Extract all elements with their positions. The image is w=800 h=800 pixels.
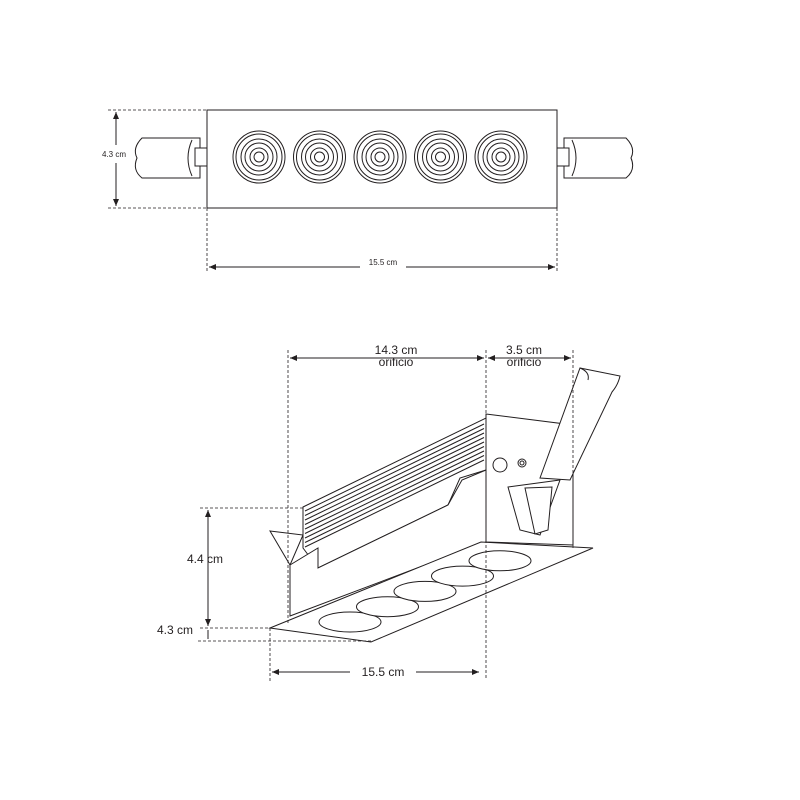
top-width-label: 15.5 cm	[369, 258, 398, 267]
iso-width-label: 15.5 cm	[362, 665, 405, 679]
top-height-label: 4.3 cm	[102, 150, 126, 159]
heatsink-fin	[304, 432, 485, 521]
heatsink-fin	[304, 446, 485, 534]
clip-depth-sub: orificio	[507, 355, 542, 369]
heatsink-fin	[304, 428, 485, 516]
faceplate-hole	[431, 565, 494, 587]
heatsink-fin	[304, 455, 485, 543]
trim-height-label: 4.3 cm	[157, 623, 193, 637]
top-view: 4.3 cm 15.5 cm	[102, 109, 634, 272]
lens	[232, 130, 286, 184]
left-clip	[269, 530, 304, 567]
isometric-view: 14.3 cm orificio 3.5 cm orificio 4.4 cm …	[157, 343, 621, 682]
faceplate-holes	[318, 550, 532, 633]
housing-side	[289, 469, 487, 617]
heatsink-fin	[304, 459, 485, 548]
cutout-length-label: 14.3 cm	[375, 343, 418, 357]
trim-plate	[206, 109, 558, 209]
heatsink-fin	[304, 441, 485, 530]
lens	[414, 130, 467, 184]
faceplate-hole	[356, 596, 419, 618]
lens	[293, 130, 346, 184]
lens-row	[232, 130, 528, 184]
faceplate-hole	[318, 611, 382, 633]
faceplate-hole	[468, 550, 532, 572]
heatsink	[302, 417, 487, 569]
body-height-label: 4.4 cm	[187, 552, 223, 566]
cutout-length-sub: orificio	[379, 355, 414, 369]
cutout-dimension: 14.3 cm orificio 3.5 cm orificio	[287, 343, 574, 680]
right-spring-clip	[492, 367, 621, 536]
lens	[474, 130, 528, 184]
iso-width-dimension: 15.5 cm	[269, 628, 479, 682]
height-dimension: 4.3 cm	[102, 109, 207, 209]
heatsink-fin	[304, 450, 485, 539]
heatsink-fin	[304, 437, 485, 525]
lens	[353, 130, 407, 184]
clip-depth-label: 3.5 cm	[506, 343, 542, 357]
right-spring-clip	[556, 137, 634, 179]
heatsink-fin	[304, 423, 485, 512]
height-dimensions: 4.4 cm 4.3 cm	[157, 507, 371, 642]
faceplate-hole	[393, 580, 457, 602]
width-dimension: 15.5 cm	[206, 208, 558, 272]
left-spring-clip	[134, 137, 208, 179]
